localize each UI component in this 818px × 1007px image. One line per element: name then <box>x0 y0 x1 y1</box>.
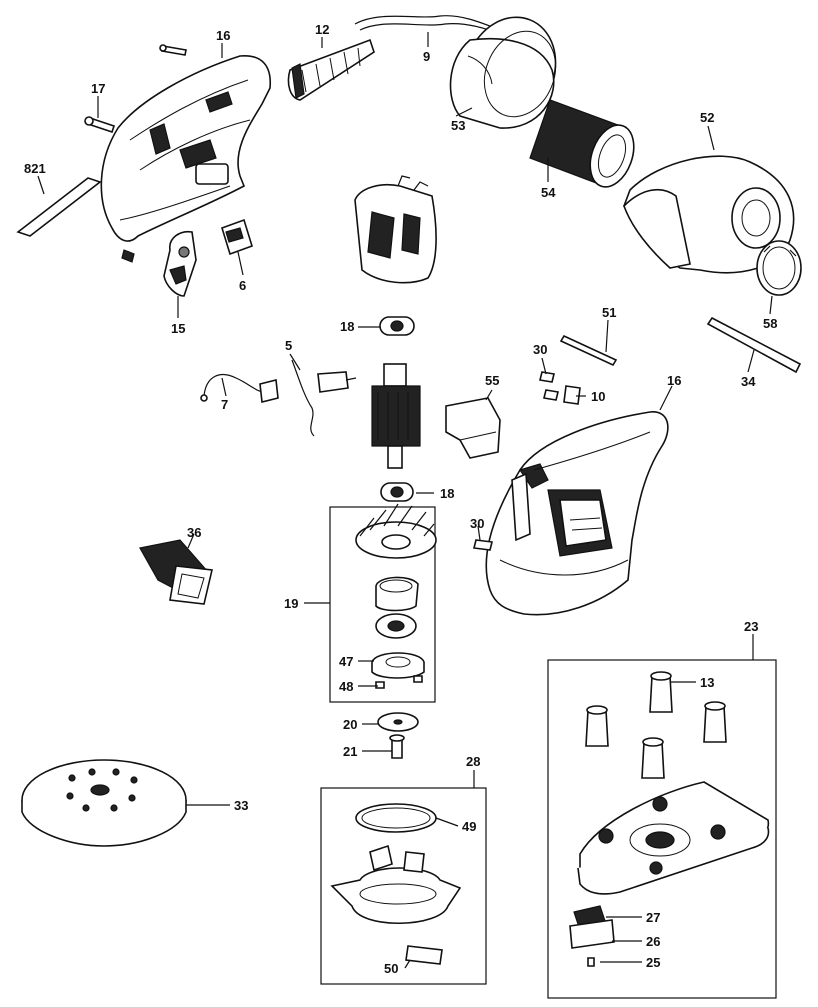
hook-loop-13 <box>585 671 727 779</box>
ring-49 <box>355 803 437 833</box>
canister-53 <box>449 16 557 129</box>
callout-21: 21 <box>343 744 357 759</box>
callout-821: 821 <box>24 161 46 176</box>
pin-top <box>159 44 187 56</box>
cover-15 <box>163 230 197 297</box>
callout-18-upper: 18 <box>340 319 354 334</box>
callout-18-lower: 18 <box>440 486 454 501</box>
callout-10: 10 <box>591 389 605 404</box>
wire-5 <box>291 359 357 437</box>
housing-half-right <box>485 411 669 616</box>
callout-54: 54 <box>541 185 556 200</box>
callout-28: 28 <box>466 754 480 769</box>
callout-52: 52 <box>700 110 714 125</box>
screw-21 <box>389 734 405 759</box>
motor-field <box>354 175 437 284</box>
dust-port-36 <box>139 539 213 605</box>
block-50 <box>405 945 443 965</box>
screw-30-b <box>473 539 493 551</box>
callout-55: 55 <box>485 373 499 388</box>
bearing-18-lower <box>380 482 414 502</box>
callout-16-upper: 16 <box>216 28 230 43</box>
callout-19: 19 <box>284 596 298 611</box>
callout-15: 15 <box>171 321 185 336</box>
bearing-18-upper <box>379 316 415 336</box>
bracket-55 <box>445 397 501 459</box>
fan-19 <box>355 503 437 689</box>
callout-49: 49 <box>462 819 476 834</box>
callout-9: 9 <box>423 49 430 64</box>
callout-48: 48 <box>339 679 353 694</box>
switch-6 <box>221 218 253 256</box>
callout-5: 5 <box>285 338 292 353</box>
callout-20: 20 <box>343 717 357 732</box>
callout-6: 6 <box>239 278 246 293</box>
callout-25: 25 <box>646 955 660 970</box>
callout-12: 12 <box>315 22 329 37</box>
dust-hood-52 <box>623 155 795 274</box>
callout-23: 23 <box>744 619 758 634</box>
callout-30-lower: 30 <box>470 516 484 531</box>
callout-33: 33 <box>234 798 248 813</box>
callout-27: 27 <box>646 910 660 925</box>
callout-16-lower: 16 <box>667 373 681 388</box>
callout-50: 50 <box>384 961 398 976</box>
washer-20 <box>377 712 419 732</box>
callout-53: 53 <box>451 118 465 133</box>
callout-51: 51 <box>602 305 616 320</box>
group-box-19 <box>329 506 436 703</box>
callout-numbers: 16 12 9 17 821 53 52 54 6 15 58 18 51 5 … <box>24 22 777 976</box>
detail-pad-23 <box>577 781 770 895</box>
spring-wire-34 <box>706 316 802 374</box>
ring-58 <box>756 240 802 296</box>
callout-26: 26 <box>646 934 660 949</box>
screw-17 <box>84 116 116 134</box>
callout-47: 47 <box>339 654 353 669</box>
housing-half-left <box>100 55 271 263</box>
callout-36: 36 <box>187 525 201 540</box>
wire-7 <box>200 374 279 403</box>
clip-10 <box>563 385 581 405</box>
base-28 <box>330 844 462 925</box>
armature <box>371 363 421 469</box>
rod-51 <box>559 334 618 367</box>
callout-58: 58 <box>763 316 777 331</box>
group-box-28 <box>320 787 487 985</box>
callout-30-upper: 30 <box>533 342 547 357</box>
strain-relief-12 <box>287 38 375 101</box>
group-box-23 <box>547 659 777 999</box>
label-strip-821 <box>16 177 102 237</box>
callout-7: 7 <box>221 397 228 412</box>
callout-34: 34 <box>741 374 756 389</box>
screw-30-a <box>539 371 559 401</box>
filter-54 <box>529 99 635 188</box>
callout-13: 13 <box>700 675 714 690</box>
leader-lines <box>37 32 773 969</box>
round-pad-33 <box>21 759 187 847</box>
power-cord-9 <box>354 15 501 35</box>
clamp-27-26 <box>569 905 615 967</box>
callout-17: 17 <box>91 81 105 96</box>
